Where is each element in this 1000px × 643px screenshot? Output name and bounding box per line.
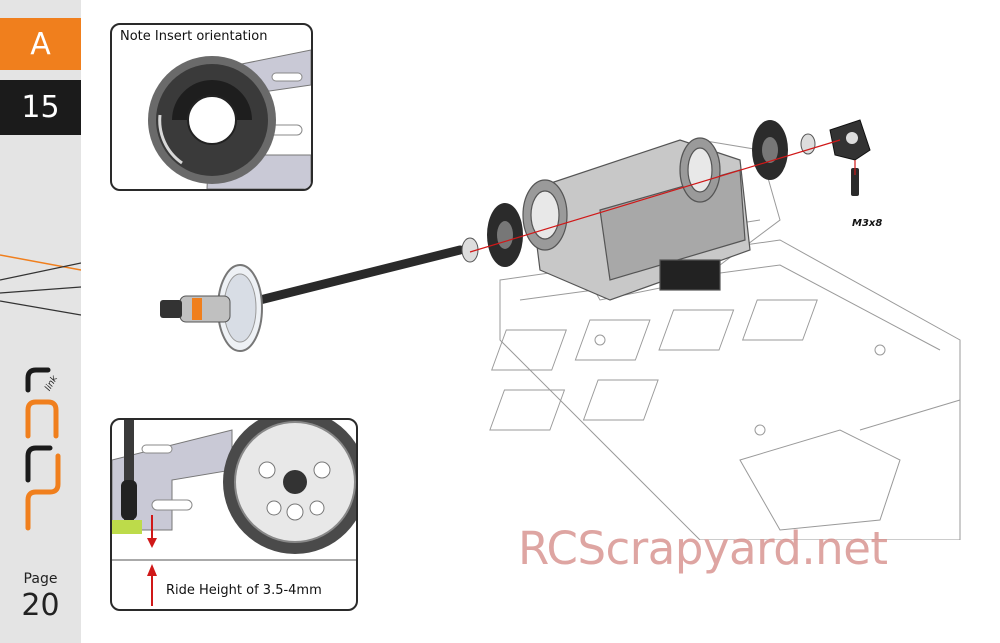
- page-label: Page: [23, 571, 58, 587]
- svg-text:link: link: [43, 373, 60, 392]
- sidebar: A 15 link Page 20: [0, 0, 81, 643]
- inset-top-caption: Note Insert orientation: [120, 29, 268, 44]
- ride-height-illustration: [112, 420, 356, 606]
- insert-orientation-inset: Note Insert orientation: [110, 23, 313, 191]
- insert-orientation-illustration: [148, 49, 311, 189]
- page-number: 20: [21, 588, 60, 623]
- step-number: 15: [0, 80, 81, 135]
- decorative-lines: [0, 254, 81, 316]
- watermark: RCScrapyard.net: [518, 522, 888, 575]
- inset-bottom-caption: Ride Height of 3.5-4mm: [166, 583, 322, 598]
- xray-logo-icon: link: [25, 367, 61, 531]
- screw-callout: M3x8: [852, 218, 883, 229]
- ride-height-inset: Ride Height of 3.5-4mm: [110, 418, 358, 611]
- section-tab: A: [0, 18, 81, 70]
- assembly-diagram: [160, 119, 961, 540]
